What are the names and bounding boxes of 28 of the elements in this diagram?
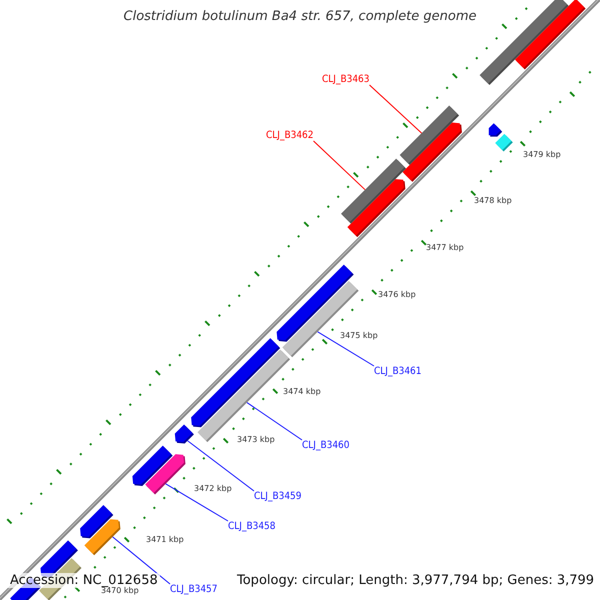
gene-label: CLJ_B3459	[254, 491, 302, 502]
gene-bar	[84, 519, 120, 556]
leader-line	[112, 536, 170, 584]
leader-line	[187, 440, 254, 492]
gene-label: CLJ_B3462	[266, 130, 314, 141]
gene-label: CLJ_B3460	[302, 440, 350, 451]
gene-label: CLJ_B3457	[170, 584, 218, 595]
gene-bar	[282, 280, 359, 358]
leader-line	[246, 402, 302, 440]
info-text: Topology: circular; Length: 3,977,794 bp; Genes: 3,799	[235, 573, 596, 588]
gene-label: CLJ_B3463	[322, 74, 370, 85]
scale-label: 3478 kbp	[474, 196, 512, 205]
gene-bar	[145, 454, 186, 494]
gene-bar	[400, 106, 460, 165]
leader-line	[313, 140, 366, 190]
scale-label: 3475 kbp	[340, 331, 378, 340]
scale-label: 3474 kbp	[283, 387, 321, 396]
gene-label: CLJ_B3461	[374, 366, 422, 377]
scale-label: 3473 kbp	[237, 435, 275, 444]
gene-bar	[174, 424, 194, 444]
scale-label: 3471 kbp	[146, 535, 184, 544]
scale-label: 3470 kbp	[101, 586, 139, 595]
gene-bar	[341, 158, 406, 224]
map-title: Clostridium botulinum Ba4 str. 657, complete genome	[124, 9, 477, 24]
leader-line	[317, 331, 374, 366]
gene-label: CLJ_B3458	[228, 521, 276, 532]
info-text: Accession: NC_012658	[8, 573, 160, 588]
scale-label: 3479 kbp	[523, 150, 561, 159]
